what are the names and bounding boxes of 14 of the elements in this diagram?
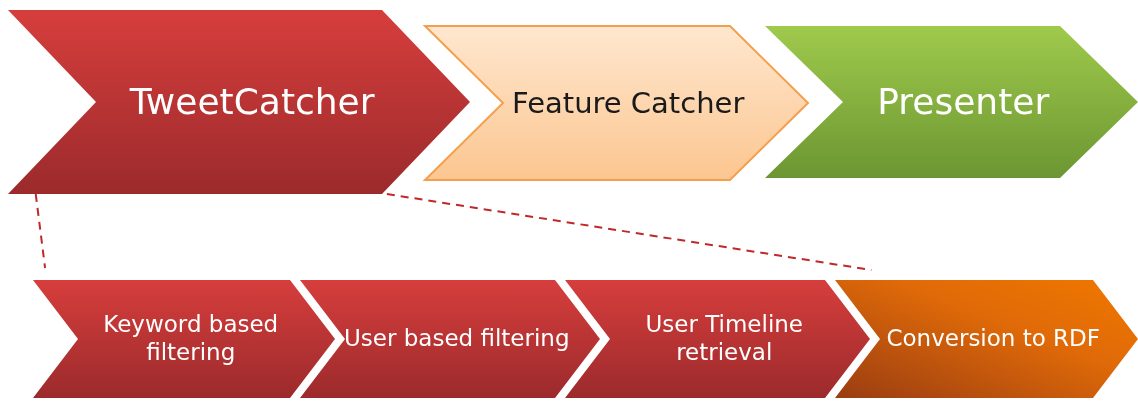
chevron-step <box>835 280 1138 398</box>
chevron-step <box>33 280 335 398</box>
step-label: User Timeline retrieval <box>644 311 804 367</box>
chevron-step <box>425 26 808 180</box>
chevron-step <box>765 26 1138 178</box>
step-label: Feature Catcher <box>511 85 745 121</box>
step-label: Keyword based filtering <box>102 311 280 367</box>
step-label: TweetCatcher <box>128 80 375 124</box>
step-label: Presenter <box>876 80 1050 124</box>
step-label: Conversion to RDF <box>885 325 1101 353</box>
step-label: User based filtering <box>342 325 570 353</box>
chevron-step <box>300 280 600 398</box>
chevron-step <box>8 10 470 194</box>
dashed-connector <box>34 193 47 269</box>
